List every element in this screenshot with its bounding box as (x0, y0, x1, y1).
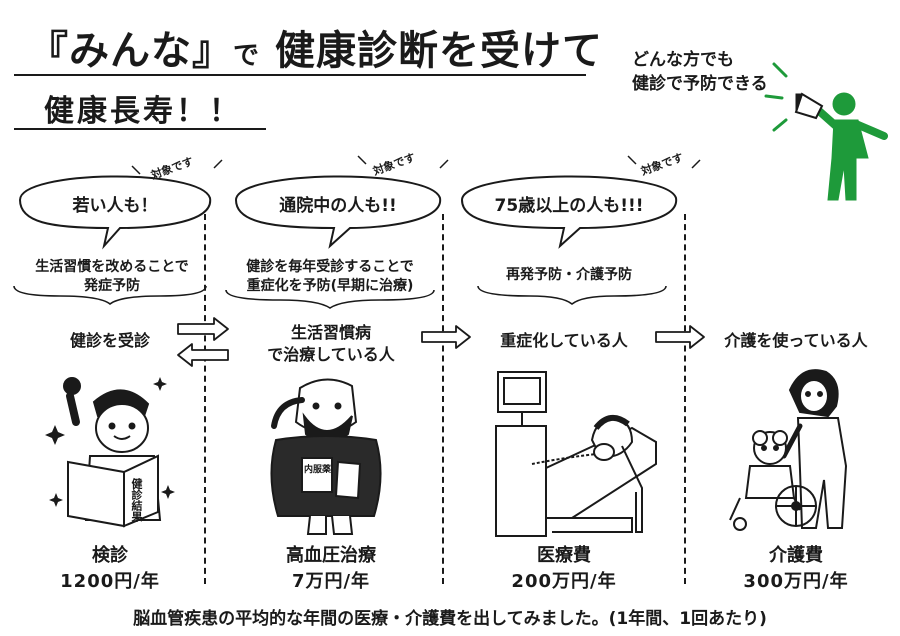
bubbles-layer (18, 155, 701, 250)
footer-note: 脳血管疾患の平均的な年間の医療・介護費を出してみました。(1年間、1回あたり) (133, 609, 767, 629)
hospital-bed-illustration (495, 371, 657, 537)
title-part1: 『みんな』 (28, 28, 233, 74)
page-title: 『みんな』で 健康診断を受けて (28, 18, 603, 76)
caregiver-illustration (729, 369, 848, 531)
page-subtitle: 健康長寿！！ (44, 94, 242, 129)
description-2: 健診を毎年受診することで 重症化を予防(早期に治療) (222, 258, 438, 296)
cost-name-4: 介護費 (769, 545, 823, 566)
brace-layer (13, 285, 667, 309)
cost-value-3: 200万円/年 (511, 571, 617, 592)
cost-value-2: 7万円/年 (291, 571, 371, 592)
checkup-person-illustration: 健診結果 (45, 377, 175, 528)
bubble-text-2: 通院中の人も!! (279, 196, 397, 216)
bubble-text-3: 75歳以上の人も!!! (494, 196, 644, 216)
description-1: 生活習慣を改めることで 発症予防 (14, 258, 210, 296)
title-part3: 健康診断を受けて (274, 28, 603, 74)
divider-1 (204, 214, 206, 584)
medicine-pack (301, 457, 333, 493)
brace-3 (477, 285, 667, 306)
description-1-line2: 発症予防 (84, 278, 140, 294)
stage-label-1: 健診を受診 (40, 330, 180, 352)
title-underline (14, 74, 586, 76)
stage-label-3: 重症化している人 (484, 330, 644, 352)
stage-2-line2: で治療している人 (267, 345, 395, 364)
stage-1-line1: 健診を受診 (69, 331, 150, 350)
description-2-line2: 重症化を予防(早期に治療) (246, 278, 414, 294)
callout-text: どんな方でも 健診で予防できる (632, 48, 768, 96)
arrow-right-icon (421, 325, 471, 349)
stage-4-line1: 介護を使っている人 (724, 331, 868, 350)
stage-label-4: 介護を使っている人 (712, 330, 880, 352)
arrow-right-icon (177, 317, 229, 341)
brace-1 (13, 285, 207, 306)
stage-3-line1: 重症化している人 (500, 331, 628, 350)
bubble-text-1: 若い人も！ (72, 196, 158, 216)
shirt-label: 内服薬 (304, 463, 332, 474)
megaphone-person-icon (764, 62, 888, 201)
divider-2 (442, 214, 444, 584)
arrow-left-icon (177, 343, 229, 367)
cost-name-2: 高血圧治療 (286, 545, 376, 566)
callout-line1: どんな方でも (632, 50, 734, 70)
brace-2 (225, 289, 435, 309)
callout-line2: 健診で予防できる (632, 74, 768, 94)
divider-3 (684, 214, 686, 584)
cost-value-1: 1200円/年 (60, 571, 160, 592)
stage-2-line1: 生活習慣病 (290, 323, 371, 342)
bubble-shape-1 (18, 175, 212, 250)
cost-value-4: 300万円/年 (743, 571, 849, 592)
description-2-line1: 健診を毎年受診することで (246, 259, 414, 275)
description-1-line1: 生活習慣を改めることで (35, 259, 189, 275)
description-3-line1: 再発予防・介護予防 (506, 267, 632, 283)
book-label: 健診結果 (130, 477, 144, 523)
title-part2: で (233, 41, 261, 71)
patient-illustration: 内服薬 (270, 378, 382, 535)
arrow-right-icon (655, 325, 705, 349)
arrows-layer (177, 317, 705, 367)
results-book (67, 460, 125, 528)
cost-name-1: 検診 (92, 545, 128, 566)
bubble-shape-3 (460, 175, 678, 249)
cost-name-3: 医療費 (537, 545, 591, 566)
bubble-shape-2 (234, 175, 442, 249)
stage-label-2: 生活習慣病 で治療している人 (236, 322, 426, 366)
description-3: 再発予防・介護予防 (464, 266, 674, 285)
subtitle-underline (14, 128, 266, 130)
